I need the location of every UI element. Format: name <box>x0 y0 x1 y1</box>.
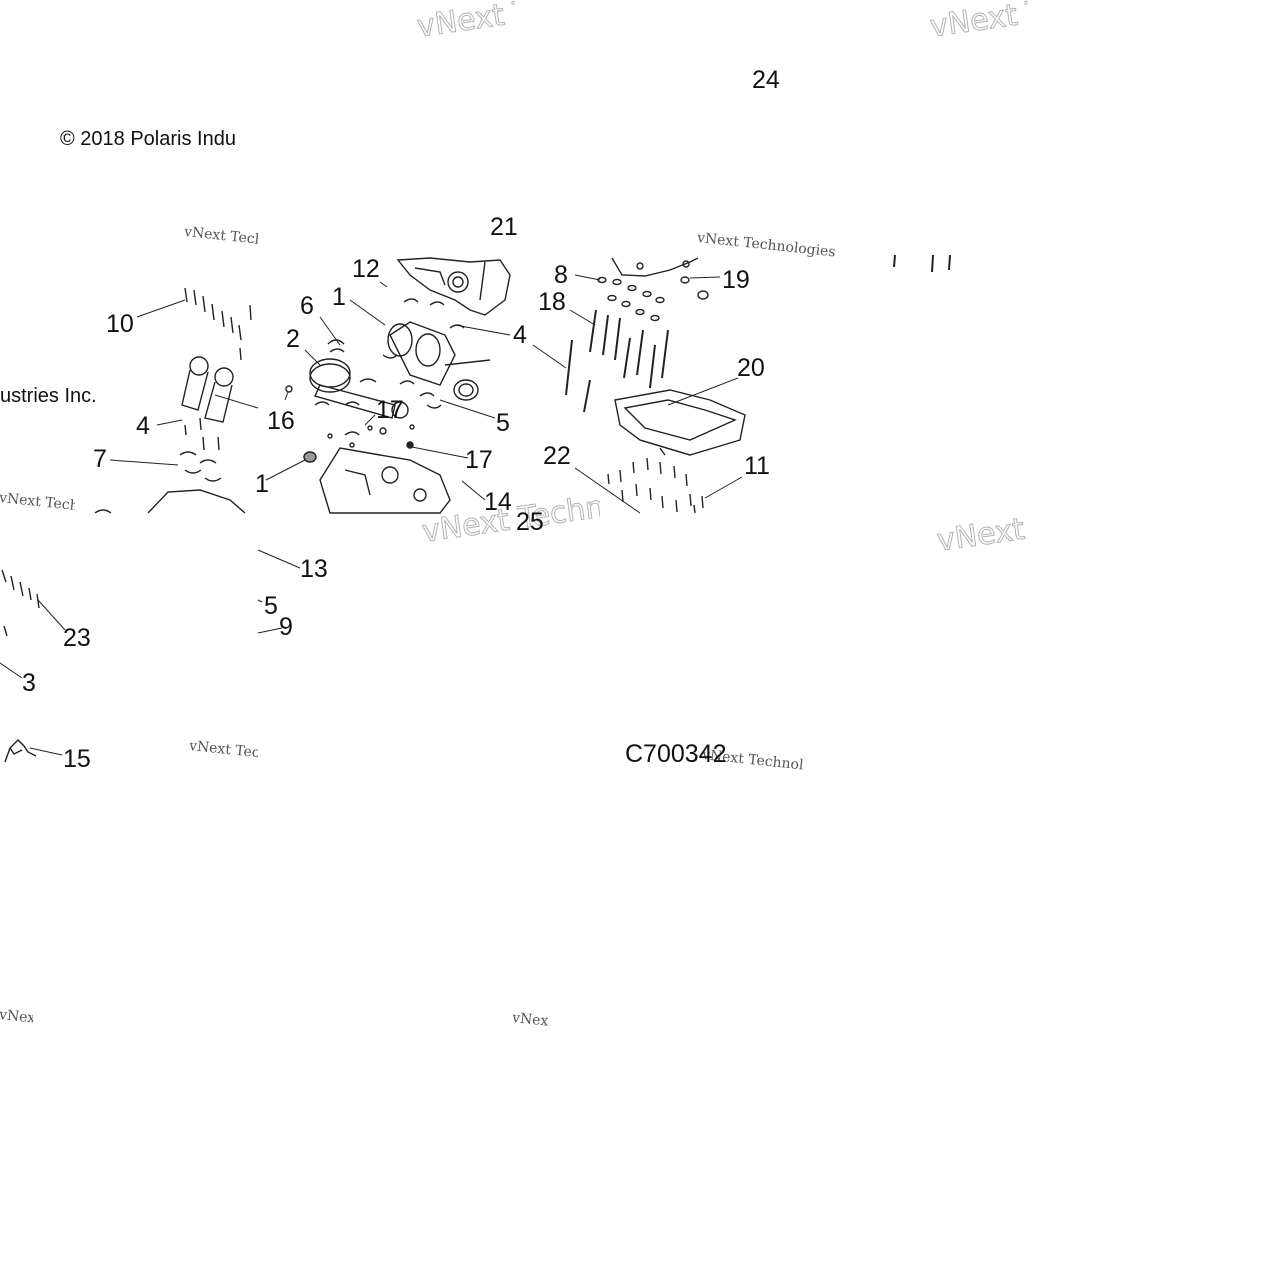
callout-20: 20 <box>737 354 765 382</box>
callout-15: 15 <box>63 745 91 773</box>
lower-crankcase <box>303 424 451 514</box>
callout-14: 14 <box>484 488 512 516</box>
crankcase-fragment-left <box>94 489 246 514</box>
callout-2: 2 <box>286 325 300 353</box>
callout-12: 12 <box>352 255 380 283</box>
bolt-group-left <box>184 287 252 361</box>
leader-lines <box>0 274 743 756</box>
crankshaft <box>382 298 491 409</box>
callout-25: 25 <box>516 508 544 536</box>
small-bolts-right <box>607 457 704 514</box>
callout-21: 21 <box>490 213 518 241</box>
long-bolts <box>565 254 951 413</box>
bolt-group-23 <box>1 569 40 637</box>
copyright-text: © 2018 Polaris Indu <box>60 128 236 150</box>
callout-17b: 17 <box>465 446 493 474</box>
callout-24: 24 <box>752 66 780 94</box>
callout-11: 11 <box>744 452 770 480</box>
crankcase-fragment-right <box>611 257 699 277</box>
callout-4b: 4 <box>136 412 150 440</box>
callout-9: 9 <box>279 613 293 641</box>
nut-washers <box>597 276 709 322</box>
callout-7: 7 <box>93 445 107 473</box>
callout-17: 17 <box>376 396 404 424</box>
drawing-number: C700342 <box>625 740 727 768</box>
callout-3: 3 <box>22 669 36 697</box>
callout-19: 19 <box>722 266 750 294</box>
callout-10: 10 <box>106 310 134 338</box>
bracket-15 <box>4 739 37 763</box>
oil-pan <box>614 389 746 456</box>
callout-16: 16 <box>267 407 295 435</box>
callout-4: 4 <box>513 321 527 349</box>
upper-crankcase <box>396 257 511 316</box>
callout-5: 5 <box>496 409 510 437</box>
callout-5b: 5 <box>264 592 278 620</box>
balance-shaft <box>285 339 409 436</box>
callout-18: 18 <box>538 288 566 316</box>
callout-23: 23 <box>63 624 91 652</box>
callout-1b: 1 <box>255 470 269 498</box>
callout-8: 8 <box>554 261 568 289</box>
callout-13: 13 <box>300 555 328 583</box>
connecting-rods <box>179 356 234 482</box>
callout-22: 22 <box>543 442 571 470</box>
copyright-text-continued: ustries Inc. <box>0 385 97 407</box>
callout-6: 6 <box>300 292 314 320</box>
callout-1: 1 <box>332 283 346 311</box>
